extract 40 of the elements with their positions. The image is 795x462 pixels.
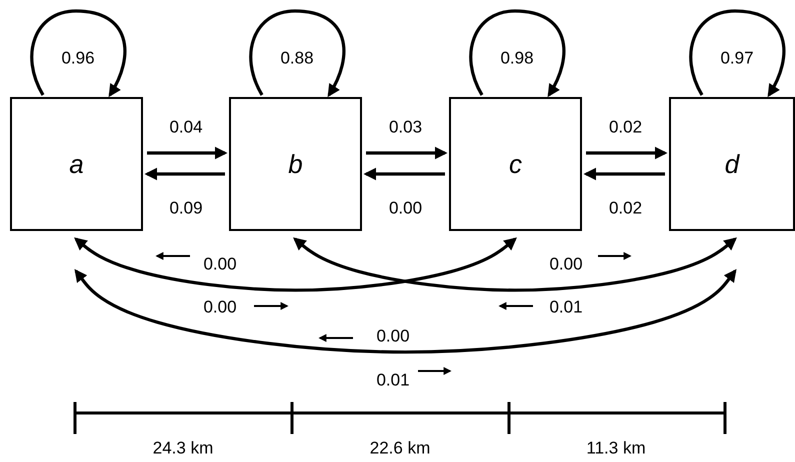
edge-label: 0.98: [500, 50, 534, 66]
state-box: [229, 97, 362, 231]
rate-label: 0.00: [203, 298, 237, 316]
transition-arrow: [74, 268, 737, 354]
transition-arrow: [366, 146, 448, 160]
state-label: c: [509, 148, 522, 180]
transition-arrow: [469, 9, 566, 98]
edge-label: 0.02: [608, 118, 642, 136]
transition-arrow: [586, 146, 668, 160]
transition-arrow: [30, 9, 126, 98]
transition-arrow: [144, 168, 225, 180]
transition-arrow: [583, 168, 665, 180]
edge-label: 0.09: [169, 200, 203, 216]
edge-label: 0.02: [608, 200, 642, 216]
state-label: b: [288, 148, 303, 180]
edge-label: 0.00: [388, 200, 422, 216]
state-label: a: [69, 148, 84, 180]
distance-label: 24.3 km: [152, 440, 214, 456]
edge-label: 0.96: [61, 50, 95, 66]
rate-label: 0.00: [549, 256, 583, 272]
state-label: d: [724, 148, 740, 180]
rate-label: 0.00: [203, 256, 237, 272]
transition-arrow: [147, 146, 228, 160]
rate-label: 0.01: [549, 298, 583, 316]
transition-arrow: [74, 237, 517, 292]
edge-label: 0.03: [388, 118, 422, 136]
edge-label: 0.88: [280, 50, 314, 66]
edge-label: 0.97: [720, 50, 754, 66]
transition-arrow: [689, 9, 786, 98]
state-box: [669, 97, 795, 231]
edge-label: 0.04: [169, 118, 203, 136]
rate-label: 0.01: [376, 372, 410, 388]
state-box: [449, 97, 582, 231]
transition-arrow: [293, 237, 737, 292]
rate-label: 0.00: [376, 328, 410, 344]
distance-label: 11.3 km: [586, 440, 646, 456]
transition-arrow: [249, 9, 346, 98]
state-box: [10, 97, 143, 231]
distance-label: 22.6 km: [370, 440, 430, 456]
transition-arrow: [363, 168, 445, 180]
